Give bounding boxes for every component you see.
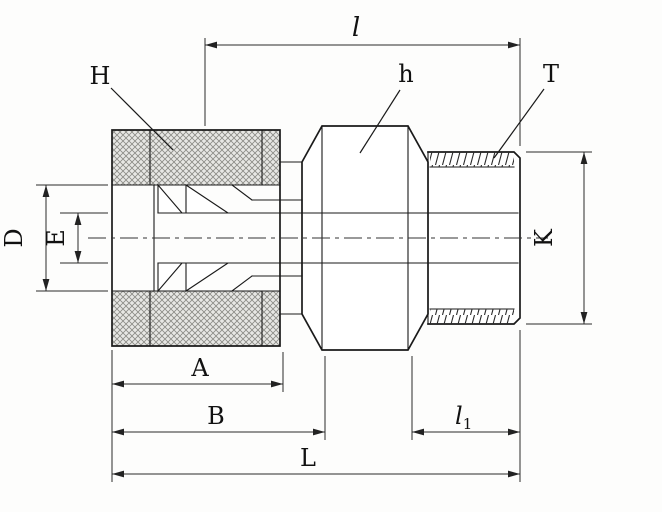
thread-hatch-bottom — [430, 309, 514, 324]
callout-h: h — [359, 60, 414, 154]
dim-label-B: B — [207, 402, 225, 430]
dim-label-E: E — [42, 229, 70, 247]
callout-T: T — [493, 60, 559, 159]
dimension-E: E — [42, 212, 108, 264]
fitting-nut-outline — [111, 129, 281, 347]
dim-label-K: K — [530, 228, 558, 247]
dim-label-D: D — [0, 228, 28, 247]
dimension-D: D — [0, 184, 108, 292]
callout-H: H — [90, 62, 174, 151]
dimension-l1: l1 — [411, 356, 520, 440]
ferrules — [157, 183, 230, 293]
dim-label-l1-subscript: 1 — [463, 415, 473, 433]
callout-label-H: H — [90, 62, 111, 90]
fitting-internals — [157, 183, 519, 293]
dimension-L: L — [111, 330, 521, 482]
dim-label-L: L — [300, 444, 316, 472]
dimension-l: l — [204, 13, 521, 146]
callout-label-T: T — [543, 60, 559, 88]
fitting-nut-hatch — [112, 130, 280, 346]
dim-label-A: A — [190, 354, 209, 382]
thread-hatch-top — [430, 152, 514, 167]
dim-label-l1: l1 — [455, 402, 472, 433]
dim-label-l: l — [352, 13, 360, 43]
dim-label-l1-base: l — [455, 402, 463, 430]
dimension-A: A — [112, 352, 284, 392]
dimension-K: K — [526, 151, 592, 325]
callout-label-h: h — [398, 60, 413, 88]
dimension-B: B — [112, 356, 326, 440]
